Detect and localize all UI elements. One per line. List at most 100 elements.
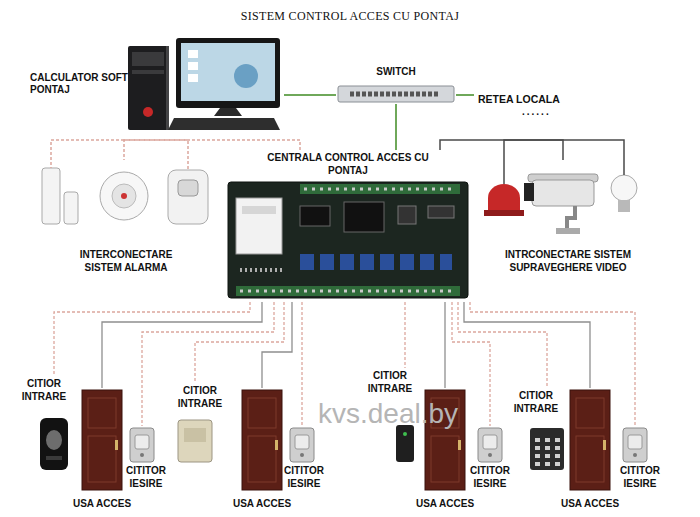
entry-reader-pictures <box>530 428 564 470</box>
access-door: USA ACCES <box>229 388 295 512</box>
alarm-wire <box>51 140 124 168</box>
alarm-sensor-pictures <box>178 180 198 196</box>
reader-label: CITITOR IESIRE <box>460 465 520 490</box>
video-device-pictures <box>532 180 594 206</box>
video-device-pictures <box>567 206 575 228</box>
door-pictures <box>82 390 122 490</box>
reader-label: CITIOR INTRARE <box>14 378 74 403</box>
door-label: USA ACCES <box>73 498 131 511</box>
alarm-sensor-pictures <box>42 168 208 224</box>
video-wire <box>504 140 563 184</box>
device-label: CENTRALA CONTROL ACCES CU PONTAJ <box>258 152 438 177</box>
exit-reader: CITITOR IESIRE <box>271 426 337 492</box>
entry-reader-pictures <box>535 454 560 458</box>
diagram-title: SISTEM CONTROL ACCES CU PONTAJ <box>241 9 459 23</box>
computer-picture <box>214 108 242 116</box>
exit-reader: CITITOR IESIRE <box>113 426 179 492</box>
controller-board-picture <box>228 182 468 298</box>
alarm-sensor-pictures <box>42 168 60 224</box>
video-device-pictures <box>484 210 524 216</box>
entry-reader-pictures <box>184 428 206 442</box>
exit-reader: CITITOR IESIRE <box>457 426 523 492</box>
entry-reader-pictures <box>535 462 560 466</box>
reader-label: CITITOR IESIRE <box>274 465 334 490</box>
computer-picture <box>188 74 198 82</box>
title-box: SISTEM CONTROL ACCES CU PONTAJ <box>0 6 700 24</box>
reader-label: CITIOR INTRARE <box>360 370 420 395</box>
controller-board-picture <box>300 254 452 270</box>
controller-board-picture <box>344 202 384 232</box>
exit-reader: CITITOR IESIRE <box>607 426 673 492</box>
controller-board-picture <box>240 268 282 272</box>
device-label: INTERCONECTARE SISTEM ALARMA <box>66 249 186 274</box>
reader-label: CITIOR INTRARE <box>170 385 230 410</box>
network-cable <box>456 95 474 96</box>
network-dots: ...... <box>522 106 551 117</box>
video-wire <box>504 140 624 184</box>
reader-label: CITIOR INTRARE <box>506 390 566 415</box>
door-wire <box>102 302 262 388</box>
controller-board-picture <box>300 184 460 194</box>
device-label: INTRCONECTARE SISTEM SUPRAVEGHERE VIDEO <box>486 249 651 274</box>
entry-reader: CITIOR INTRARE <box>8 376 80 472</box>
exit-button-pictures <box>623 428 647 462</box>
computer-picture <box>132 52 164 66</box>
entry-reader-pictures <box>46 430 62 450</box>
switch-picture <box>338 86 454 102</box>
network-label: RETEA LOCALA <box>478 93 560 105</box>
alarm-sensor-pictures <box>168 170 208 224</box>
computer-picture <box>168 118 280 130</box>
controller-board-picture <box>304 188 456 191</box>
computer-picture <box>166 46 169 130</box>
controller-board-picture <box>300 206 330 226</box>
reader-wire <box>142 302 274 426</box>
door-pictures <box>570 390 610 490</box>
controller-board-picture <box>240 290 456 293</box>
network-dots-box: ...... <box>522 101 551 119</box>
network-label-box: RETEA LOCALA <box>478 89 560 107</box>
switch-picture <box>350 92 440 97</box>
entry-reader-pictures <box>178 420 212 462</box>
access-door: USA ACCES <box>557 388 623 512</box>
switch-node: SWITCH <box>336 64 456 104</box>
alarm-sensor-pictures <box>112 184 136 208</box>
entry-reader-pictures <box>46 456 62 460</box>
reader-label: CITITOR IESIRE <box>610 465 670 490</box>
controller-board-picture <box>398 206 416 224</box>
switch-picture <box>338 86 454 102</box>
exit-button-pictures <box>130 428 154 462</box>
alarm-wire <box>124 140 188 170</box>
alarm-sensor-pictures <box>64 192 78 224</box>
computer-picture <box>188 62 198 70</box>
network-cable <box>395 104 397 150</box>
entry-reader: CITIOR INTRARE <box>503 388 569 472</box>
door-wire <box>262 302 292 388</box>
controller-board-picture <box>236 286 460 296</box>
video-device-pictures <box>484 174 637 234</box>
reader-wire <box>470 302 635 426</box>
network-cable <box>284 94 336 96</box>
computer-picture <box>188 50 198 58</box>
exit-button-pictures <box>290 428 314 462</box>
exit-button-pictures <box>478 428 502 462</box>
video-device-pictures <box>488 184 520 212</box>
door-label: USA ACCES <box>561 498 619 511</box>
entry-reader-pictures <box>396 425 414 462</box>
computer-picture <box>143 107 153 117</box>
reader-label: CITITOR IESIRE <box>116 465 176 490</box>
entry-reader-pictures <box>40 418 68 470</box>
computer-picture <box>234 64 258 88</box>
computer-picture <box>128 38 280 130</box>
alarm-sensor-pictures <box>100 172 148 220</box>
exit-button-pictures <box>130 428 647 462</box>
alarm-wire <box>51 140 188 170</box>
door-label: USA ACCES <box>416 498 474 511</box>
entry-reader-pictures <box>535 446 560 450</box>
watermark-box: kvs.deal.by <box>318 398 458 430</box>
device-label: SWITCH <box>376 66 415 79</box>
video-device-pictures <box>556 228 580 234</box>
reader-wire <box>195 302 284 383</box>
entry-reader-pictures <box>403 432 407 436</box>
computer-picture <box>176 38 280 108</box>
